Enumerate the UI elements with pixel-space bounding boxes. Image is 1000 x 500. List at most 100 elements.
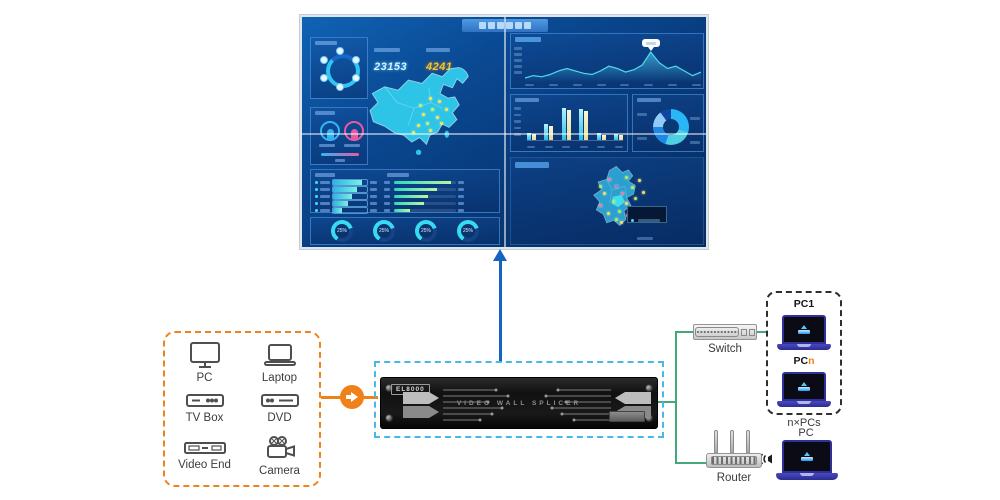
switch-ports [695, 327, 739, 337]
map-dot [435, 116, 439, 120]
map-dot [598, 203, 602, 207]
map-dot [618, 209, 621, 213]
source-camera: Camera [242, 432, 317, 479]
source-label: DVD [267, 412, 292, 425]
list-row [315, 200, 495, 207]
map-dot [438, 100, 442, 104]
gauge: 25% [373, 220, 395, 242]
router-label: Router [716, 472, 752, 484]
map-dot [412, 130, 416, 134]
donut-ring [653, 109, 689, 145]
list-row [315, 179, 495, 186]
video-wall-screen: 23153 4241 25% 25% 25% [300, 15, 708, 249]
map-dot [631, 186, 634, 190]
bar-pair [579, 109, 589, 140]
source-label: PC [196, 371, 213, 384]
wall-bezel-horizontal [302, 133, 706, 135]
source-label: Laptop [261, 371, 298, 384]
list-row [315, 207, 495, 214]
switch-label: Switch [708, 343, 742, 355]
video-wall-splicer-device: EL8000 VIDEO WALL SPLICER [380, 377, 658, 429]
map-dot [624, 202, 628, 205]
map-dot [440, 121, 444, 125]
pcn-label: PCn [793, 355, 815, 367]
list-rows [315, 179, 495, 214]
china-map [360, 63, 502, 167]
splicer-out-line [658, 401, 676, 403]
source-tv-box: TV Box [167, 386, 242, 433]
beijing-map [553, 162, 683, 242]
bar-pair [527, 132, 536, 140]
list-row [315, 186, 495, 193]
dashboard-bar-panel [510, 94, 628, 152]
pc1-label: PC1 [793, 298, 815, 310]
source-label: Camera [259, 464, 300, 477]
map-dot [637, 179, 641, 183]
splicer-title: VIDEO WALL SPLICER [456, 400, 582, 407]
flow-arrow-badge [340, 385, 364, 409]
router-ports [711, 456, 757, 465]
dashboard-area-panel [510, 33, 704, 89]
gauge: 25% [415, 220, 437, 242]
stat-right: 4241 [426, 39, 452, 75]
stat-right-value: 4241 [426, 61, 453, 73]
list-row [315, 193, 495, 200]
arrow-to-screen-line [499, 259, 502, 362]
person-icon-blue [320, 121, 340, 141]
camera-icon [266, 435, 295, 458]
map-dot [621, 192, 625, 196]
arrow-to-screen-head [493, 249, 507, 261]
map-dot [608, 177, 612, 181]
source-laptop: Laptop [242, 339, 317, 386]
dashboard-ring-panel [310, 37, 368, 99]
stat-left-value: 23153 [374, 61, 408, 73]
sources-group-box: PC Laptop TV Box DVD [163, 331, 321, 487]
map-dot [614, 184, 618, 188]
dvd-icon [260, 394, 299, 408]
map-dot [421, 112, 425, 116]
dashboard-beijing-panel [510, 157, 704, 245]
pc-group-box: PC1 PCn [766, 291, 842, 415]
map-dot [624, 175, 628, 179]
switch-device [693, 324, 757, 340]
dashboard-gauges-panel: 25% 25% 25% 25% [310, 217, 500, 245]
source-dvd: DVD [242, 386, 317, 433]
map-dot [416, 124, 420, 128]
bar-pair [596, 133, 606, 140]
gauge: 25% [331, 220, 353, 242]
laptop-pcn-icon [777, 372, 831, 407]
map-dot [606, 212, 610, 216]
map-dot [598, 184, 602, 188]
to-router-line [676, 462, 707, 464]
area-chart-svg [525, 50, 701, 82]
laptop-pc1-icon [777, 315, 831, 350]
source-label: Video End [178, 459, 231, 472]
wall-bezel-vertical [504, 17, 506, 247]
map-dot [611, 200, 615, 204]
map-dot [419, 103, 423, 107]
router-device [706, 430, 762, 470]
bar-pair [561, 107, 571, 140]
bar-pair [613, 133, 623, 140]
stat-left: 23153 [374, 39, 407, 75]
dashboard-persons-panel [310, 107, 368, 165]
map-dot [634, 196, 638, 200]
source-label: TV Box [185, 412, 224, 425]
map-dot [619, 221, 623, 225]
video-end-icon [183, 442, 226, 455]
source-pc: PC [167, 339, 242, 386]
gauge: 25% [457, 220, 479, 242]
map-dot [431, 108, 434, 112]
wireless-pc-label: PC [798, 427, 814, 439]
dashboard-donut-panel [632, 94, 704, 152]
area-tooltip [641, 39, 660, 51]
bar-pair [544, 123, 554, 140]
to-switch-line [676, 331, 694, 333]
source-video-end: Video End [167, 432, 242, 479]
bar-chart-bars [527, 104, 623, 141]
pc-icon [189, 341, 220, 368]
laptop-pc-icon [776, 440, 838, 480]
branch-vertical-line [675, 331, 677, 464]
laptop-icon [263, 343, 296, 366]
